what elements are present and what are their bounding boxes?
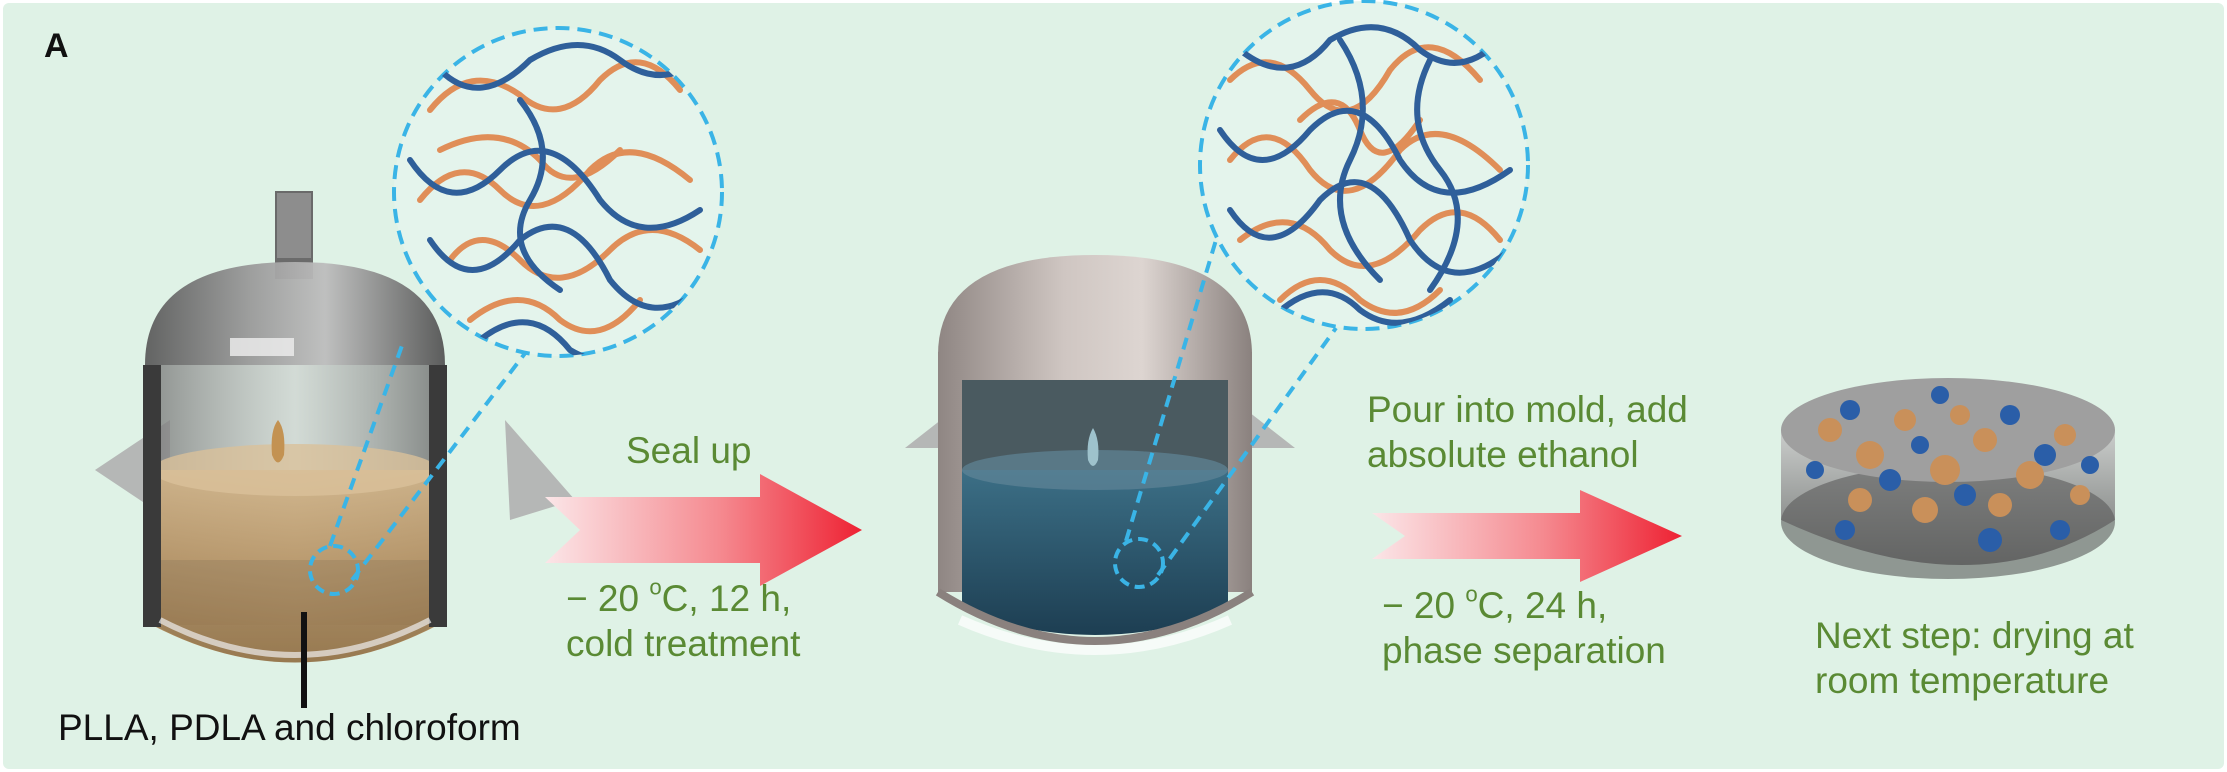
step1-treatment-line: cold treatment [566, 623, 801, 665]
next-step-line1: Next step: drying at [1815, 615, 2134, 656]
panel-label: A [44, 27, 69, 65]
step2-bottom-label: − 20 oC, 24 h, phase separation [1382, 583, 1666, 673]
next-step-label: Next step: drying at room temperature [1815, 613, 2134, 703]
zoom-circle-icon [308, 26, 724, 596]
reactor-vessel-icon [95, 191, 575, 708]
aerogel-disc-icon [1781, 378, 2115, 579]
solution-label: PLLA, PDLA and chloroform [58, 707, 521, 748]
step1-top-label: Seal up [626, 430, 752, 471]
step2-separation-line: phase separation [1382, 630, 1666, 672]
step2-top-line1: Pour into mold, add [1367, 389, 1688, 430]
zoom-circle-icon [1113, 0, 1530, 589]
next-step-line2: room temperature [1815, 660, 2110, 702]
process-arrow-icon [545, 474, 862, 586]
step2-top-label: Pour into mold, add absolute ethanol [1367, 387, 1688, 477]
process-arrow-icon [1372, 490, 1682, 582]
step2-temperature-line: − 20 oC, 24 h, [1382, 581, 1608, 626]
sealed-vessel-icon [905, 255, 1295, 655]
step2-top-line2: absolute ethanol [1367, 434, 1639, 476]
step1-bottom-label: − 20 oC, 12 h, cold treatment [566, 576, 800, 666]
step1-temperature-line: − 20 oC, 12 h, [566, 574, 792, 619]
